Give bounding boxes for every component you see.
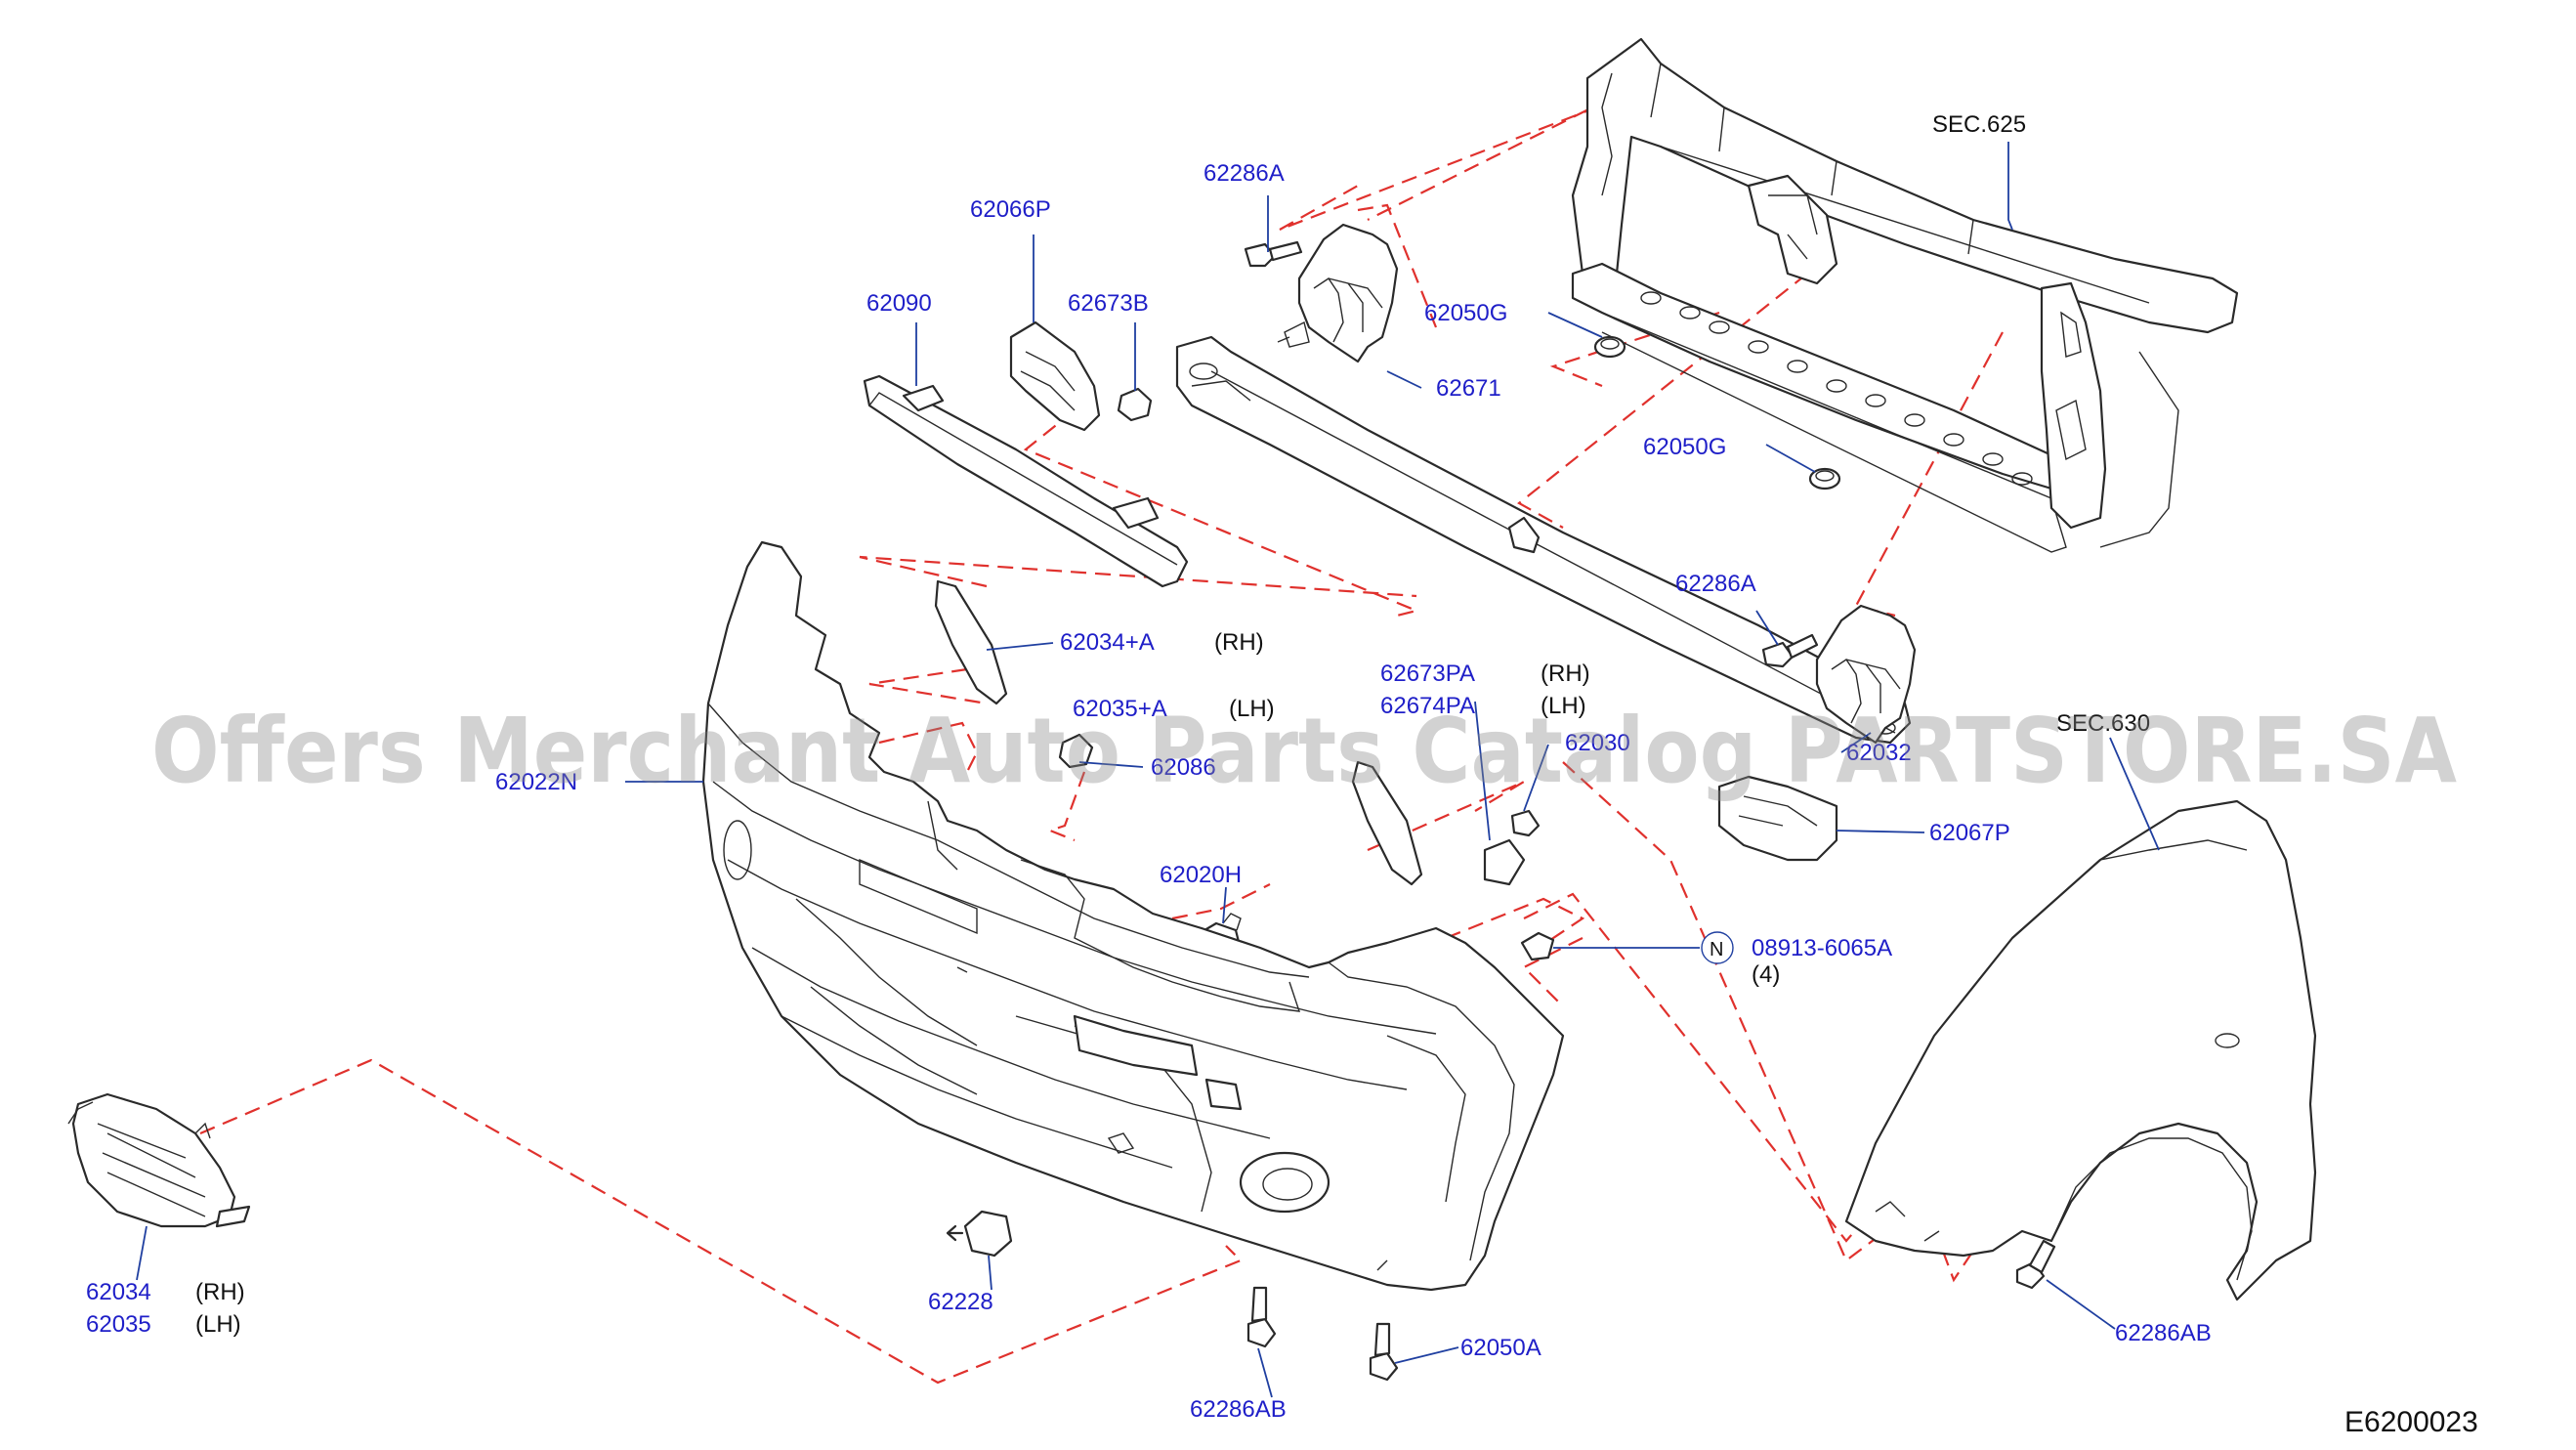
bumper-reinforcement — [1175, 335, 1912, 745]
crash-box-right — [1815, 604, 1917, 745]
energy-absorber — [863, 374, 1189, 588]
bolt-62050a — [1369, 1322, 1399, 1382]
label-sec625: SEC.625 — [1932, 111, 2026, 138]
core-support-holes — [1640, 291, 2033, 486]
label-62035a[interactable]: 62035+A — [1073, 696, 1167, 722]
radiator-core-support — [1571, 37, 2239, 553]
label-62066p[interactable]: 62066P — [970, 196, 1051, 223]
bolt-62286ab-2 — [2015, 1239, 2056, 1290]
label-62050g-1[interactable]: 62050G — [1424, 300, 1507, 326]
clip-62086 — [1058, 733, 1094, 769]
label-62034[interactable]: 62034 — [86, 1279, 151, 1305]
label-lh-2: (LH) — [1541, 693, 1586, 719]
diagram-code: E6200023 — [2344, 1406, 2478, 1438]
nut-08913 — [1520, 931, 1555, 961]
bracket-62066p — [1009, 320, 1101, 432]
bolt-62286ab-1 — [1246, 1286, 1277, 1348]
bolt-62286a-1 — [1244, 240, 1303, 268]
fog-grille-62034 — [67, 1092, 251, 1228]
label-sec630: SEC.630 — [2056, 710, 2150, 737]
nut-62673b — [1117, 387, 1153, 422]
bracket-62673pa — [1483, 809, 1541, 886]
moulding-62034a — [934, 579, 1008, 705]
nut-symbol-circle — [1701, 931, 1734, 964]
label-62286a-1[interactable]: 62286A — [1204, 160, 1285, 187]
cap-62228 — [946, 1210, 1013, 1258]
label-lh-3: (LH) — [195, 1311, 241, 1338]
label-62086[interactable]: 62086 — [1151, 754, 1216, 781]
label-62286a-2[interactable]: 62286A — [1675, 571, 1756, 597]
label-rh-1: (RH) — [1214, 629, 1264, 656]
watermark: Offers Merchant Auto Parts Catalog PARTS… — [151, 699, 2457, 803]
label-62050g-2[interactable]: 62050G — [1643, 434, 1726, 460]
label-lh-1: (LH) — [1229, 696, 1275, 722]
label-62286ab-2[interactable]: 62286AB — [2115, 1320, 2212, 1346]
grommet-62050g-2 — [1808, 467, 1841, 490]
label-62674pa[interactable]: 62674PA — [1380, 693, 1475, 719]
label-rh-2: (RH) — [1541, 661, 1590, 687]
moulding-62035a — [1351, 760, 1423, 886]
leader-lines — [136, 142, 2160, 1398]
assembly-lines — [199, 87, 2004, 1385]
grommet-62050g-1 — [1593, 335, 1626, 359]
label-62035[interactable]: 62035 — [86, 1311, 151, 1338]
label-62022n[interactable]: 62022N — [495, 769, 577, 795]
label-62020h[interactable]: 62020H — [1160, 862, 1242, 888]
label-62228[interactable]: 62228 — [928, 1289, 993, 1315]
label-62286ab-1[interactable]: 62286AB — [1190, 1396, 1287, 1423]
label-qty-4: (4) — [1752, 961, 1780, 988]
label-62050a[interactable]: 62050A — [1460, 1335, 1541, 1361]
label-62673pa[interactable]: 62673PA — [1380, 661, 1475, 687]
label-62034a[interactable]: 62034+A — [1060, 629, 1155, 656]
front-fender — [1844, 799, 2317, 1301]
label-62673b[interactable]: 62673B — [1068, 290, 1149, 317]
label-62032[interactable]: 62032 — [1846, 740, 1912, 766]
bracket-62067p — [1717, 775, 1838, 862]
label-08913-6065a[interactable]: 08913-6065A — [1752, 935, 1892, 961]
part-labels: SEC.625 SEC.630 62286A 62066P 62673B 620… — [86, 111, 2478, 1438]
bolt-62286a-2 — [1761, 633, 1819, 668]
label-nut-symbol: N — [1710, 939, 1723, 960]
label-rh-3: (RH) — [195, 1279, 245, 1305]
crash-box-left — [1277, 223, 1399, 363]
label-62030[interactable]: 62030 — [1565, 730, 1630, 756]
label-62671[interactable]: 62671 — [1436, 375, 1501, 402]
label-62090[interactable]: 62090 — [866, 290, 932, 317]
label-62067p[interactable]: 62067P — [1929, 820, 2010, 846]
front-bumper-fascia — [701, 540, 1565, 1292]
